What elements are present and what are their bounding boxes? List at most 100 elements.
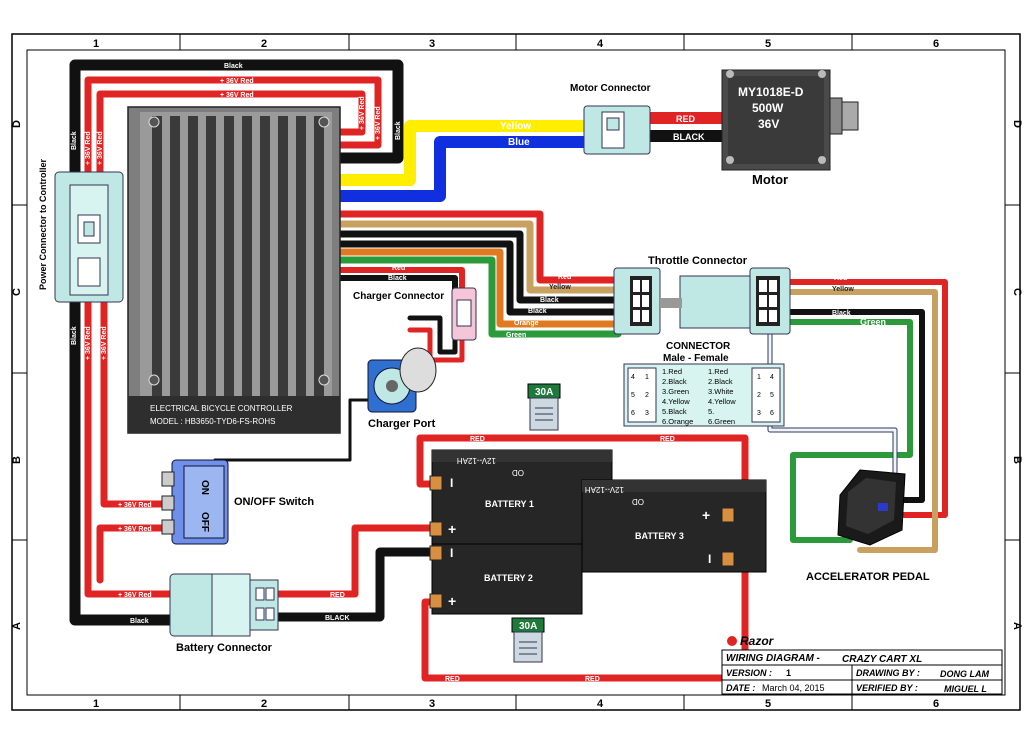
wire-label-red36: + 36V Red xyxy=(220,78,254,85)
motor-label: Motor xyxy=(752,172,788,187)
pin-female: 3.White xyxy=(708,387,733,396)
bolt-icon xyxy=(818,70,826,78)
row-label: D xyxy=(1011,120,1023,128)
terminal-icon xyxy=(429,521,443,537)
wire-black-charger-port xyxy=(407,315,458,355)
accelerator-pedal: ACCELERATOR PEDAL xyxy=(806,469,930,583)
terminal-minus-icon: I xyxy=(708,552,711,566)
screw-icon xyxy=(148,374,160,386)
wire-label-red: RED xyxy=(470,436,485,443)
col-label: 4 xyxy=(597,698,604,710)
version-value: 1 xyxy=(786,668,791,678)
col-label: 6 xyxy=(933,38,939,50)
wire-red-throttle xyxy=(336,210,622,284)
fuse-bottom: 30A xyxy=(511,617,545,663)
row-label: B xyxy=(1011,456,1023,464)
pin-female: 4.Yellow xyxy=(708,397,736,406)
row-label: C xyxy=(1011,288,1023,296)
bolt-icon xyxy=(726,70,734,78)
col-label: 5 xyxy=(765,38,771,50)
fuse-bottom-label: 30A xyxy=(519,621,537,632)
col-label: 5 xyxy=(765,698,771,710)
wire-green-pedal xyxy=(787,319,913,543)
controller-model: MODEL : HB3650-TYD6-FS-ROHS xyxy=(150,417,276,426)
wire-red-left-2 xyxy=(100,296,172,508)
pin-male: 1.Red xyxy=(662,367,682,376)
pin-female: 5. xyxy=(708,407,714,416)
connector-table-subtitle: Male - Female xyxy=(663,353,729,364)
pin-male: 5.Black xyxy=(662,407,687,416)
drawing-frame: 1 2 3 4 5 6 1 2 3 4 5 6 D C B A D C B A xyxy=(11,33,1023,711)
power-connector: Power Connector to Controller xyxy=(38,158,124,303)
wire-label-red: Red xyxy=(392,265,405,272)
title-label: WIRING DIAGRAM - xyxy=(726,653,821,664)
col-label: 4 xyxy=(597,38,604,50)
col-label: 6 xyxy=(933,698,939,710)
svg-text:2: 2 xyxy=(645,392,649,399)
wire-label-red36: + 36V Red xyxy=(101,326,108,360)
screw-icon xyxy=(318,374,330,386)
wire-label-black: Black xyxy=(71,326,78,345)
date-value: March 04, 2015 xyxy=(762,683,825,693)
wire-black-left xyxy=(69,294,186,626)
wire-red-fuse-top xyxy=(416,434,749,514)
wire-label-red: RED xyxy=(660,436,675,443)
title-block: Razor WIRING DIAGRAM - CRAZY CART XL VER… xyxy=(721,634,1003,695)
screw-icon xyxy=(318,116,330,128)
wire-black-batt xyxy=(271,547,441,622)
wire-label-black: Black xyxy=(540,297,559,304)
version-label: VERSION : xyxy=(726,668,772,678)
row-label: D xyxy=(11,120,23,128)
screw-icon xyxy=(148,116,160,128)
battery-2: I + BATTERY 2 xyxy=(429,543,583,615)
battery-3: + I BATTERY 3 12V--12AH OD xyxy=(581,479,767,573)
svg-text:5: 5 xyxy=(631,392,635,399)
svg-text:1: 1 xyxy=(645,374,649,381)
terminal-icon xyxy=(721,551,735,567)
pin-female: 6.Green xyxy=(708,417,735,426)
wire-label-red36: + 36V Red xyxy=(85,131,92,165)
wire-green-throttle xyxy=(336,256,622,338)
svg-text:4: 4 xyxy=(631,374,635,381)
terminal-icon xyxy=(721,507,735,523)
battery-pack: I + BATTERY 1 12V--12AH OD I + BATTERY 2… xyxy=(429,449,767,615)
terminal-plus-icon: + xyxy=(702,507,710,523)
wire-label-black: Black xyxy=(71,131,78,150)
wire-label-black: Black xyxy=(395,121,402,140)
wire-label-yellow: Yellow xyxy=(549,284,571,291)
wire-orange-throttle xyxy=(336,248,622,328)
wire-black-pedal xyxy=(787,309,925,503)
wire-label-black: Black xyxy=(832,310,851,317)
verified-value: MIGUEL L xyxy=(944,684,987,694)
wire-red-charger xyxy=(337,267,465,293)
drawing-value: DONG LAM xyxy=(940,669,989,679)
battery-2-label: BATTERY 2 xyxy=(484,573,533,583)
battery-connector: Battery Connector xyxy=(169,573,279,654)
wire-label-black: Black xyxy=(130,618,149,625)
motor-model: MY1018E-D xyxy=(738,85,804,99)
wire-black-throttle-2 xyxy=(336,240,622,316)
wire-label-yellow: Yellow xyxy=(500,121,531,132)
wire-label-red: RED xyxy=(585,676,600,683)
wire-label-green: Green xyxy=(860,317,886,327)
wire-label-red36: + 36V Red xyxy=(359,96,366,130)
wire-label-black: Black xyxy=(528,308,547,315)
terminal-icon xyxy=(429,545,443,561)
row-label: B xyxy=(11,456,23,464)
row-label: A xyxy=(11,622,23,630)
fuse-top: 30A xyxy=(527,383,561,431)
wire-red-fuse-bottom xyxy=(421,556,749,682)
battery-3-od: OD xyxy=(632,497,644,506)
wire-black-throttle-1 xyxy=(336,230,622,304)
svg-text:6: 6 xyxy=(631,410,635,417)
wire-label-red36: + 36V Red xyxy=(85,326,92,360)
charger-connector-label: Charger Connector xyxy=(353,291,444,302)
wire-label-black: Black xyxy=(388,275,407,282)
wire-label-black: Black xyxy=(224,63,243,70)
wire-black-top xyxy=(69,59,404,181)
throttle-connector-label: Throttle Connector xyxy=(648,255,748,267)
verified-label: VERIFIED BY : xyxy=(856,683,918,693)
motor-connector-label: Motor Connector xyxy=(570,83,651,94)
